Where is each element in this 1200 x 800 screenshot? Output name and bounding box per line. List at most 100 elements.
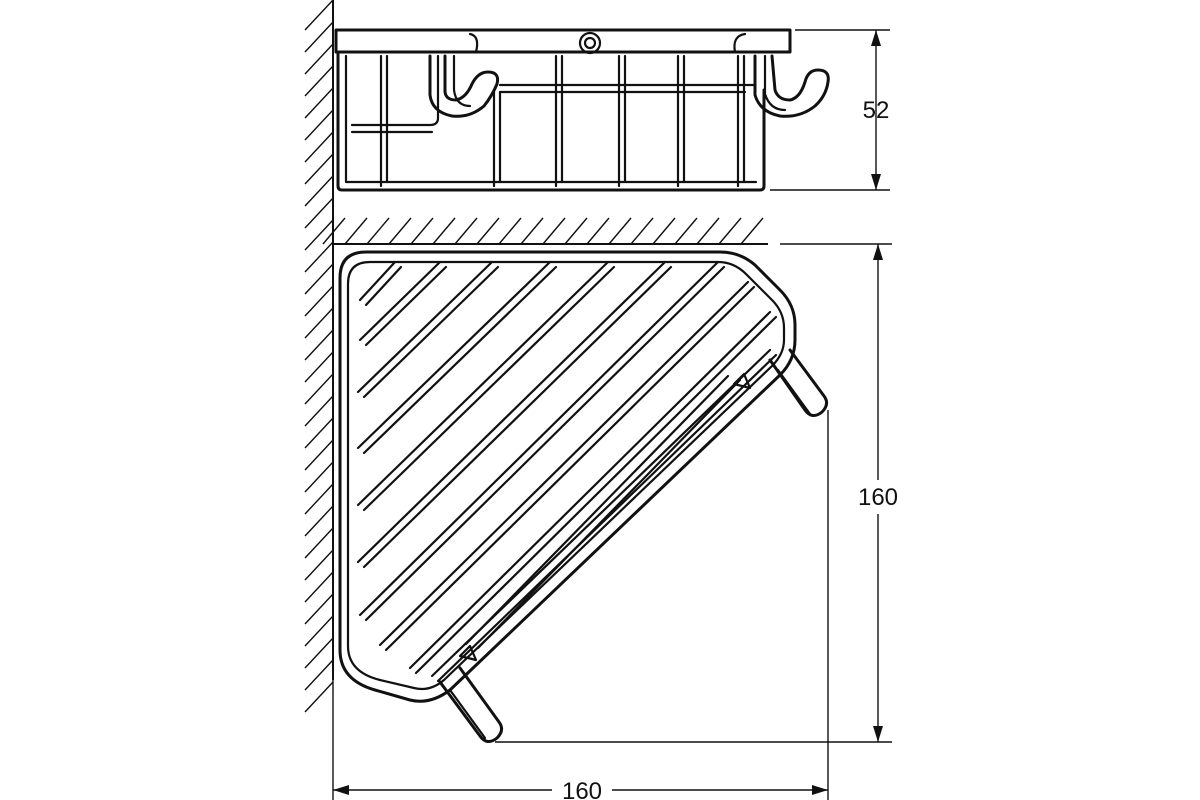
diagonal-wire-pair [436,353,778,683]
hatch-line [674,217,698,245]
side-view-basket-inner-frame [344,54,758,184]
hatch-line [304,483,334,515]
side-view-vertical-wires [379,54,746,188]
hatch-line [304,461,334,493]
top-view-diagonal-wires [356,260,778,683]
top-view-rail-clip-lower [458,644,478,662]
hatch-line [304,175,334,207]
hatch-line [498,217,522,245]
hatch-line [564,217,588,245]
wall-left-hatching [304,0,334,713]
diagonal-wire [358,260,720,617]
diagonal-wire-pair [384,285,756,652]
hatch-line [304,395,334,427]
diagonal-wire-pair [362,265,500,399]
dimension-height: 52 [770,29,890,191]
top-view-front-rail [464,374,742,650]
side-view-rail-join-right [733,32,747,54]
hatch-line [304,0,334,31]
wall-left [304,0,334,713]
hatch-line [304,439,334,471]
diagonal-wire-pair [362,265,673,569]
hatch-line [586,217,610,245]
top-view-rail-clip-upper [732,372,752,390]
diagonal-wire-pair [364,265,403,307]
diagonal-wire [378,280,750,647]
hatch-line [344,217,368,245]
hatch-line [630,217,654,245]
hatch-line [322,217,346,245]
hatch-line [696,217,720,245]
hatch-line [304,637,334,669]
top-view-inner-frame [346,260,786,691]
hatch-line [520,217,544,245]
side-view-top-rail [334,28,792,54]
side-view-basket-frame [336,50,766,192]
hatch-line [304,571,334,603]
side-view-inner-shelf [350,54,440,127]
hatch-line [542,217,566,245]
hatch-line [304,65,334,97]
hatch-line [304,549,334,581]
diagonal-wire-pair [414,315,778,675]
diagonal-wire [356,260,610,507]
side-view-rail-join-left [468,32,479,54]
hatch-line [366,217,390,245]
hatch-line [304,109,334,141]
dimension-depth: 160 [495,243,908,743]
diagonal-wire-pair [364,265,448,347]
hatch-line [304,241,334,273]
hatch-line [304,527,334,559]
hatch-line [304,329,334,361]
diagonal-wire-pair [364,265,726,622]
dimension-depth-label: 160 [858,484,898,511]
hatch-line [304,351,334,383]
hatch-line [304,615,334,647]
diagonal-wire [358,260,397,302]
hatch-line [388,217,412,245]
hatch-line [476,217,500,245]
hatch-line [304,307,334,339]
top-view-hook-right [768,348,829,417]
hatch-line [608,217,632,245]
top-view-outer-frame [338,250,797,703]
diagonal-wire-pair [362,265,558,455]
hatch-line [740,217,764,245]
dimension-width: 160 [332,410,829,800]
top-view-hook-left [438,666,504,743]
hatch-line [304,87,334,119]
diagonal-wire [356,260,667,564]
hatch-line [304,659,334,691]
hatch-line [410,217,434,245]
hatch-line [304,21,334,53]
side-view-hook-left [428,54,500,118]
screw-hole [578,31,602,55]
diagonal-wire-pair [362,265,616,512]
hatch-line [304,43,334,75]
hatch-line [454,217,478,245]
diagonal-wire [356,260,552,450]
screw-hole-inner [583,36,597,50]
hatch-line [304,197,334,229]
hatch-line [304,219,334,251]
wall-top [322,217,768,245]
top-view [338,250,829,743]
hatch-line [304,131,334,163]
hatch-line [304,681,334,713]
diagonal-wire [358,260,442,342]
hatch-line [432,217,456,245]
hatch-line [304,373,334,405]
hatch-line [718,217,742,245]
side-view [334,28,830,192]
side-view-hook-right [753,54,830,118]
hatch-line [304,285,334,317]
hatch-line [304,153,334,185]
diagonal-wire [356,260,494,394]
hatch-line [304,593,334,625]
hatch-line [304,417,334,449]
hatch-line [652,217,676,245]
wall-top-hatching [322,217,764,245]
dimension-height-label: 52 [863,97,890,124]
hatch-line [304,505,334,537]
